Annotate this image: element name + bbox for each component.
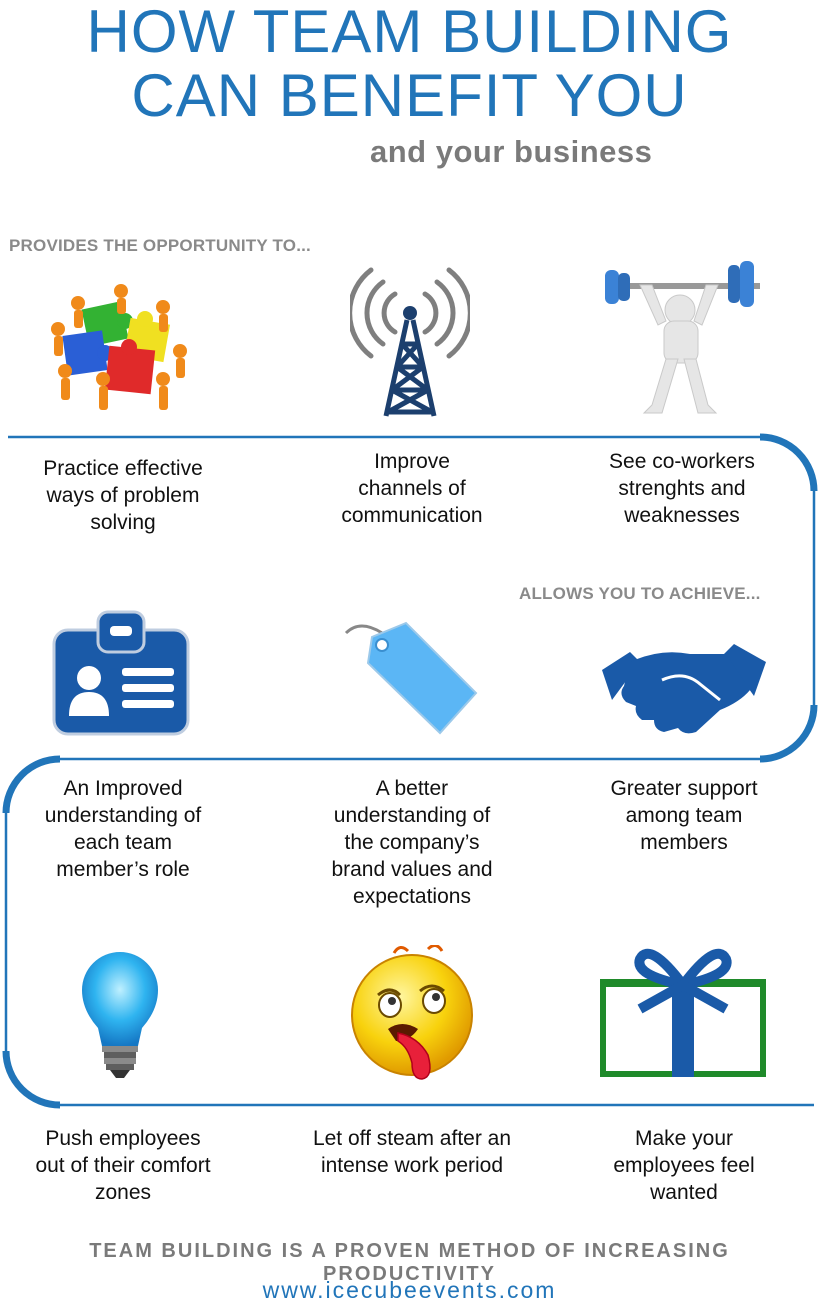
- weightlifter-icon: [605, 261, 760, 414]
- title-line-2: CAN BENEFIT YOU: [131, 62, 688, 129]
- lightbulb-icon: [82, 952, 158, 1078]
- id-badge-icon: [52, 610, 190, 736]
- price-tag-icon: [344, 621, 478, 735]
- section-label-opportunity: PROVIDES THE OPPORTUNITY TO...: [9, 236, 311, 255]
- subtitle: and your business: [370, 134, 653, 169]
- radio-tower-icon: [350, 267, 470, 417]
- footer-tagline: TEAM BUILDING IS A PROVEN METHOD OF INCR…: [89, 1240, 730, 1285]
- exhausted-smiley-icon: [351, 945, 473, 1080]
- puzzle-team-icon: [51, 284, 187, 410]
- section-label-achieve: ALLOWS YOU TO ACHIEVE...: [519, 584, 761, 603]
- handshake-icon: [602, 644, 766, 734]
- title-line-1: HOW TEAM BUILDING: [86, 0, 733, 65]
- website-link[interactable]: www.icecubeevents.com: [262, 1277, 557, 1303]
- gift-box-icon: [600, 948, 766, 1077]
